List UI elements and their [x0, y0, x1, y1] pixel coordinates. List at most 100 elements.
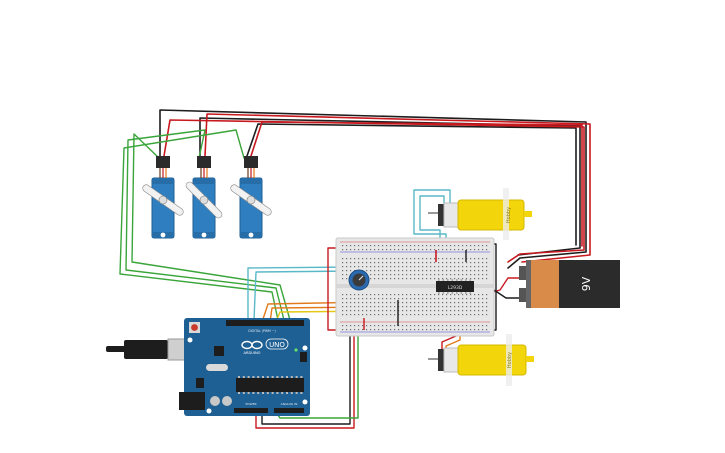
breadboard-hole: [422, 314, 424, 316]
wire-black-servo-battery-3[interactable]: [246, 123, 577, 246]
breadboard-hole: [458, 258, 460, 260]
breadboard-hole: [482, 249, 484, 251]
breadboard-hole: [406, 314, 408, 316]
breadboard-hole: [370, 270, 372, 272]
battery-terminal-positive: [519, 266, 527, 280]
breadboard-hole: [354, 245, 356, 247]
wire-red-arduino-power[interactable]: [255, 325, 355, 429]
breadboard-hole: [458, 245, 460, 247]
arduino-uno[interactable]: DIGITAL (PWM ~) ARDUINO UNO POWER ANALOG…: [106, 318, 310, 416]
breadboard-hole: [418, 245, 420, 247]
breadboard-hole: [466, 310, 468, 312]
breadboard-hole: [366, 310, 368, 312]
breadboard-hole: [486, 302, 488, 304]
breadboard-hole: [462, 310, 464, 312]
breadboard-hole: [362, 310, 364, 312]
breadboard-hole: [390, 270, 392, 272]
breadboard-hole: [430, 266, 432, 268]
breadboard-hole: [402, 302, 404, 304]
chip-pin: [295, 376, 298, 378]
breadboard-hole: [414, 270, 416, 272]
breadboard-hole: [350, 249, 352, 251]
chip-pin: [262, 376, 264, 378]
wire-teal-motor-1[interactable]: [413, 189, 451, 251]
motor-axle-mount: [503, 188, 509, 240]
breadboard-hole: [478, 294, 480, 296]
breadboard-hole: [410, 266, 412, 268]
breadboard-hole: [450, 274, 452, 276]
servo-2[interactable]: [185, 156, 224, 239]
wire-teal-motor-2[interactable]: [419, 195, 445, 251]
breadboard-hole: [442, 258, 444, 260]
breadboard-hole: [346, 325, 348, 327]
breadboard-hole: [482, 329, 484, 331]
breadboard-hole: [462, 325, 464, 327]
breadboard-hole: [422, 274, 424, 276]
breadboard-hole: [406, 329, 408, 331]
motor-can: [443, 347, 459, 373]
chip-pin: [295, 392, 298, 394]
breadboard-hole: [358, 245, 360, 247]
servo-screw: [201, 232, 207, 238]
wire-black-servo-battery-1[interactable]: [159, 109, 587, 269]
wire-red-servo-battery-2[interactable]: [204, 113, 591, 263]
servo-connector: [244, 156, 258, 168]
breadboard-hole: [434, 270, 436, 272]
breadboard-hole: [462, 302, 464, 304]
servo-3[interactable]: [229, 156, 272, 239]
breadboard-hole: [466, 274, 468, 276]
breadboard-hole: [354, 258, 356, 260]
ic-pin: [469, 279, 472, 281]
breadboard-hole: [358, 294, 360, 296]
dc-motor-1[interactable]: Hobby: [428, 188, 532, 240]
breadboard-hole: [474, 249, 476, 251]
breadboard-hole: [486, 274, 488, 276]
servo-1[interactable]: [141, 156, 184, 239]
breadboard-hole: [382, 329, 384, 331]
breadboard-hole: [462, 266, 464, 268]
breadboard-hole: [390, 249, 392, 251]
breadboard-hole: [366, 270, 368, 272]
ic-pin: [442, 292, 445, 294]
breadboard-hole: [374, 270, 376, 272]
breadboard-hole: [438, 314, 440, 316]
wire-green-servo-1[interactable]: [131, 133, 291, 321]
wire-red-servo-battery-3[interactable]: [250, 121, 583, 247]
breadboard-hole: [382, 298, 384, 300]
breadboard-hole: [454, 325, 456, 327]
breadboard-hole: [450, 278, 452, 280]
breadboard-hole: [410, 306, 412, 308]
breadboard-hole: [394, 325, 396, 327]
breadboard-hole: [462, 278, 464, 280]
breadboard-hole: [410, 298, 412, 300]
breadboard-hole: [458, 270, 460, 272]
breadboard-hole: [362, 249, 364, 251]
wire-green-servo-3[interactable]: [119, 129, 279, 321]
breadboard-hole: [466, 249, 468, 251]
dc-motor-2[interactable]: Hobby: [428, 334, 534, 386]
breadboard-hole: [450, 314, 452, 316]
breadboard-hole: [406, 278, 408, 280]
breadboard-hole: [354, 249, 356, 251]
breadboard-hole: [342, 270, 344, 272]
breadboard-hole: [362, 258, 364, 260]
breadboard-hole: [438, 274, 440, 276]
breadboard-hole: [382, 306, 384, 308]
driver-ic[interactable]: L293D: [436, 279, 474, 294]
breadboard-hole: [478, 262, 480, 264]
breadboard-hole: [342, 278, 344, 280]
breadboard-hole: [414, 258, 416, 260]
wire-red-servo-battery-1[interactable]: [163, 119, 585, 263]
potentiometer[interactable]: [348, 269, 370, 291]
wire-black-arduino-gnd[interactable]: [261, 325, 351, 425]
breadboard-hole: [486, 329, 488, 331]
breadboard-hole: [430, 245, 432, 247]
breadboard-hole: [370, 266, 372, 268]
wire-black-battery-lead[interactable]: [493, 289, 520, 299]
breadboard-hole: [466, 314, 468, 316]
breadboard-hole: [462, 262, 464, 264]
battery-9v[interactable]: 9V: [519, 260, 620, 308]
breadboard-hole: [378, 270, 380, 272]
breadboard-hole: [438, 278, 440, 280]
